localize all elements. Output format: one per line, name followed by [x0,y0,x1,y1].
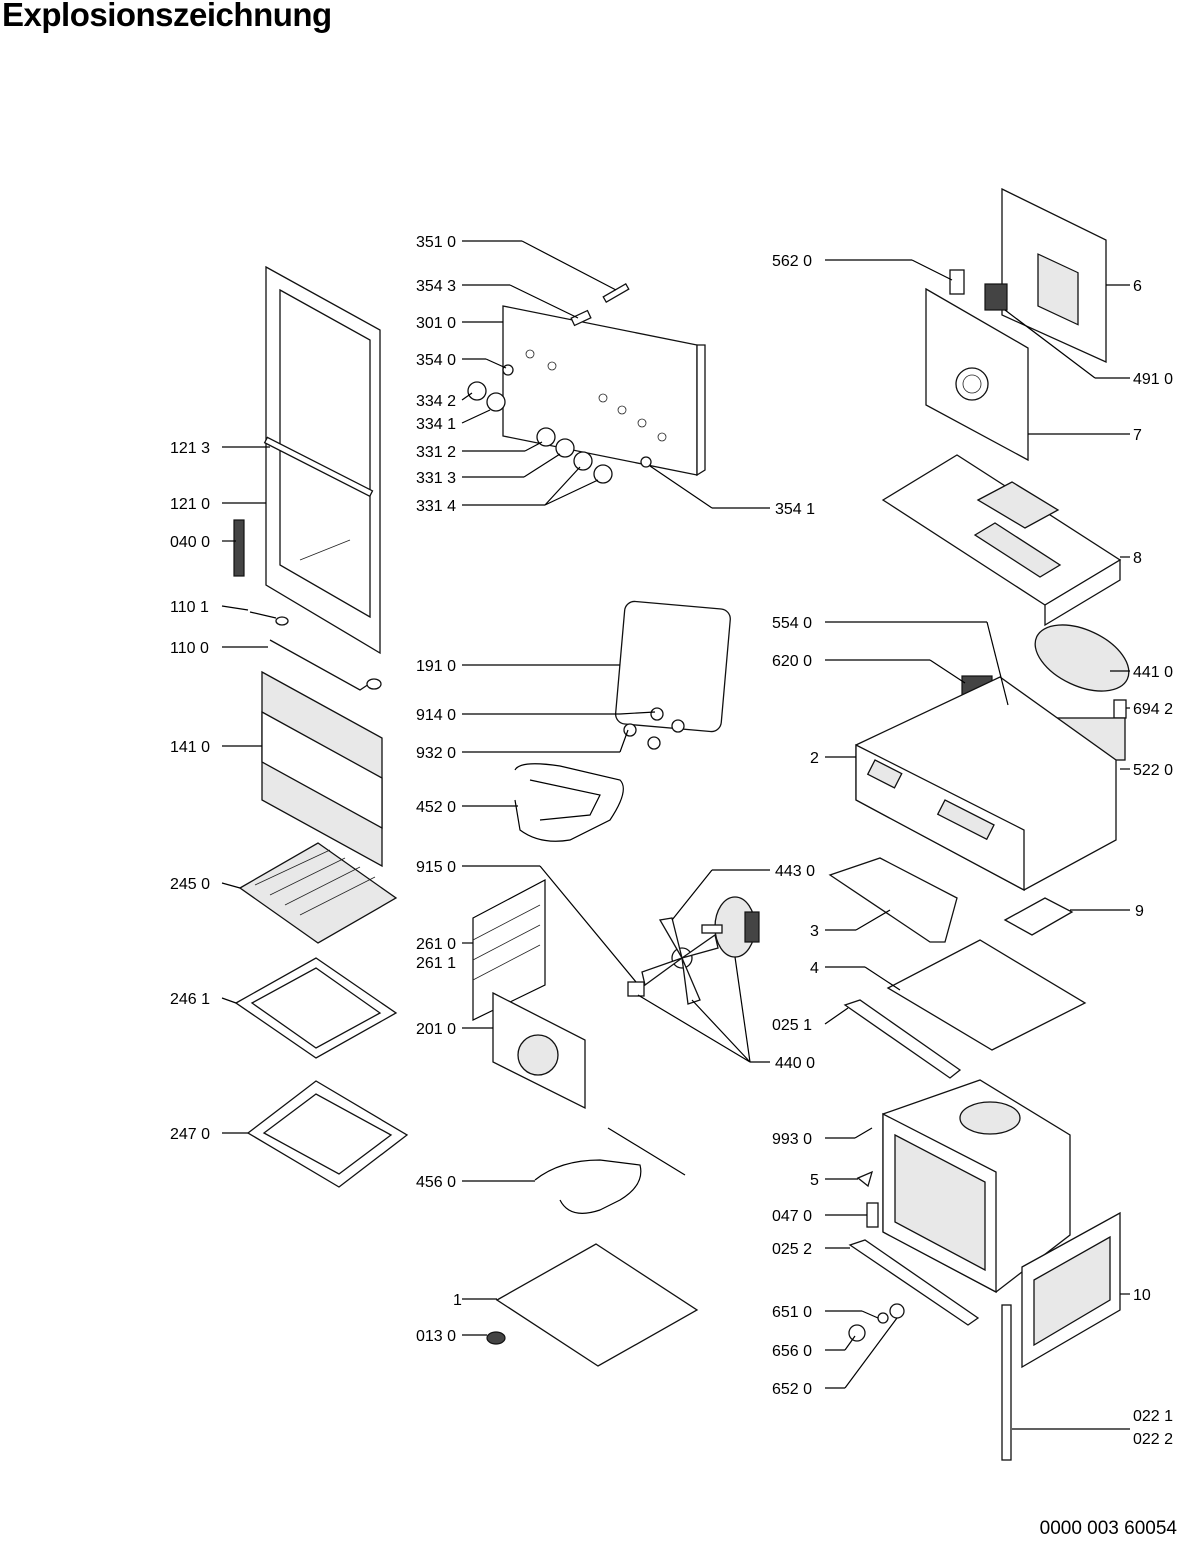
insulation-plate-part [828,857,958,943]
label-301-0: 301 0 [416,315,456,332]
oven-cavity-part [882,1079,1071,1294]
heating-element-bottom-part [534,1127,686,1214]
cooling-fan-part [1034,624,1130,719]
label-1: 1 [453,1292,462,1309]
label-110-0: 110 0 [170,640,209,657]
label-331-4: 331 4 [416,498,456,515]
label-993-0: 993 0 [772,1131,812,1148]
label-441-0: 441 0 [1133,664,1173,681]
document-number: 0000 003 60054 [1039,1518,1177,1539]
label-440-0: 440 0 [775,1055,815,1072]
label-331-2: 331 2 [416,444,456,461]
baking-tray-part [234,957,398,1059]
label-025-1: 025 1 [772,1017,812,1034]
label-047-0: 047 0 [772,1208,812,1225]
label-4: 4 [810,960,819,977]
door-frame-part [233,265,382,691]
shelf-support-part [472,879,546,1021]
label-694-2: 694 2 [1133,701,1173,718]
bottom-plate-part [486,1243,699,1367]
door-inner-part [1021,1211,1121,1369]
label-443-0: 443 0 [775,863,815,880]
fan-blade-part [627,917,719,1005]
label-914-0: 914 0 [416,707,456,724]
leader-lines [221,240,1130,1430]
fan-cover-part [492,991,586,1110]
label-334-2: 334 2 [416,393,456,410]
label-932-0: 932 0 [416,745,456,762]
door-seal-part [614,600,731,733]
label-6: 6 [1133,278,1142,295]
top-cover-part [881,454,1122,627]
label-651-0: 651 0 [772,1304,812,1321]
label-025-2: 025 2 [772,1241,812,1258]
label-247-0: 247 0 [170,1126,210,1143]
label-334-1: 334 1 [416,416,456,433]
small-parts-right [848,1127,980,1342]
label-554-0: 554 0 [772,615,812,632]
label-013-0: 013 0 [416,1328,456,1345]
label-456-0: 456 0 [416,1174,456,1191]
label-022-2: 022 2 [1133,1431,1173,1448]
label-10: 10 [1133,1287,1151,1304]
label-620-0: 620 0 [772,653,812,670]
oven-rack-part [238,842,398,944]
label-915-0: 915 0 [416,859,456,876]
label-110-1: 110 1 [170,599,209,616]
back-cover-part [925,187,1107,462]
label-491-0: 491 0 [1133,371,1173,388]
label-201-0: 201 0 [416,1021,456,1038]
label-452-0: 452 0 [416,799,456,816]
deep-tray-part [246,1080,409,1188]
label-5: 5 [810,1172,819,1189]
label-141-0: 141 0 [170,739,210,756]
label-9: 9 [1135,903,1144,920]
label-121-3: 121 3 [170,440,210,457]
bracket-part [1003,897,1074,936]
label-354-1: 354 1 [775,501,815,518]
label-562-0: 562 0 [772,253,812,270]
control-panel-part [467,283,706,484]
label-245-0: 245 0 [170,876,210,893]
label-191-0: 191 0 [416,658,456,675]
part-labels: 351 0 354 3 301 0 354 0 334 2 334 1 331 … [170,234,1173,1448]
label-331-3: 331 3 [416,470,456,487]
label-121-0: 121 0 [170,496,210,513]
label-656-0: 656 0 [772,1343,812,1360]
label-354-3: 354 3 [416,278,456,295]
page-title: Explosionszeichnung [2,0,332,33]
label-8: 8 [1133,550,1142,567]
side-rail-part [1001,1304,1012,1461]
control-housing-part [855,676,1117,892]
door-glass-part [261,670,383,868]
label-652-0: 652 0 [772,1381,812,1398]
label-022-1: 022 1 [1133,1408,1173,1425]
label-246-1: 246 1 [170,991,210,1008]
label-3: 3 [810,923,819,940]
heating-element-top-part [514,707,685,842]
label-351-0: 351 0 [416,234,456,251]
top-plate-part [843,939,1087,1079]
label-354-0: 354 0 [416,352,456,369]
label-7: 7 [1133,427,1142,444]
label-261-0: 261 0 [416,936,456,953]
label-2: 2 [810,750,819,767]
label-522-0: 522 0 [1133,762,1173,779]
label-261-1: 261 1 [416,955,456,972]
label-040-0: 040 0 [170,534,210,551]
